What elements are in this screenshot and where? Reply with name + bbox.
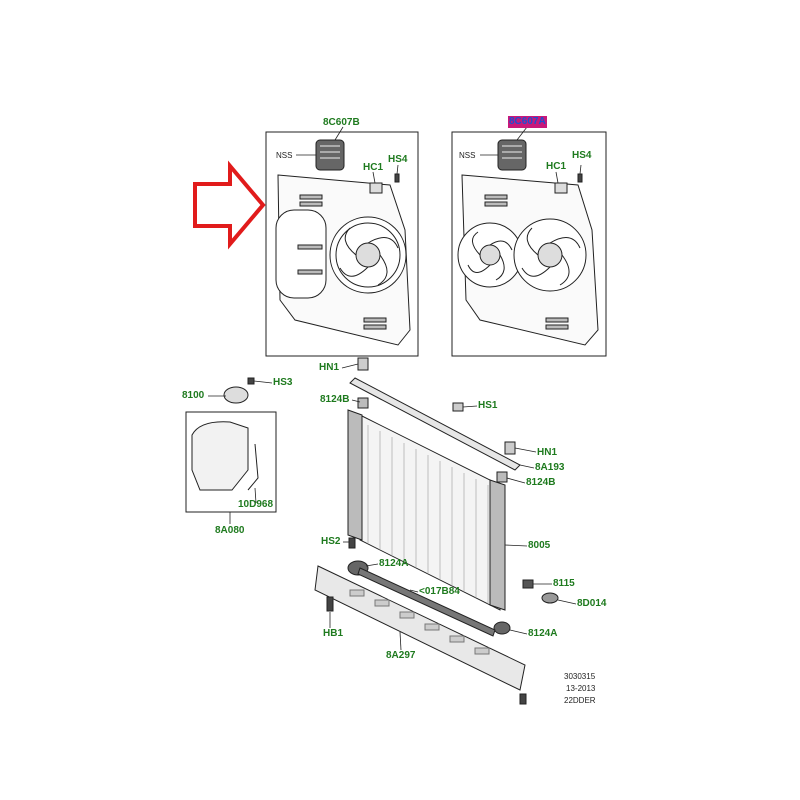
red-arrow-icon: [193, 160, 266, 250]
label-hs4-right[interactable]: HS4: [572, 150, 592, 161]
label-8d014[interactable]: 8D014: [577, 598, 607, 609]
label-hs2[interactable]: HS2: [321, 536, 341, 547]
label-hb1[interactable]: HB1: [323, 628, 344, 639]
label-hn1-right[interactable]: HN1: [537, 447, 558, 458]
label-8124a-top[interactable]: 8124A: [379, 558, 409, 569]
label-8115[interactable]: 8115: [553, 578, 575, 589]
label-8005[interactable]: 8005: [528, 540, 551, 551]
label-hs3[interactable]: HS3: [273, 377, 293, 388]
label-8c607a-highlighted[interactable]: 8C607A: [508, 116, 547, 128]
label-hn1-top[interactable]: HN1: [319, 362, 340, 373]
left-fan-shroud: [275, 139, 411, 346]
label-8c607b[interactable]: 8C607B: [323, 117, 360, 128]
footer-ref-code: 22DDER: [564, 696, 596, 705]
label-hs4-left[interactable]: HS4: [388, 154, 408, 165]
right-fan-panel-frame: [451, 131, 607, 357]
label-8124a-bottom[interactable]: 8124A: [528, 628, 558, 639]
label-017b84[interactable]: <017B84: [419, 586, 460, 597]
label-hc1-right[interactable]: HC1: [546, 161, 567, 172]
reservoir: [191, 377, 259, 491]
reservoir-panel-frame: [185, 411, 277, 513]
label-hc1-left[interactable]: HC1: [363, 162, 384, 173]
label-8124b-right[interactable]: 8124B: [526, 477, 556, 488]
right-fan-shroud: [457, 139, 599, 346]
footer-ref-date: 13-2013: [566, 684, 596, 693]
label-8100[interactable]: 8100: [182, 390, 205, 401]
label-8a297[interactable]: 8A297: [386, 650, 416, 661]
left-fan-panel-frame: [265, 131, 419, 357]
footer-ref-number: 3030315: [564, 672, 596, 681]
radiator-assembly: [314, 357, 559, 705]
label-nss-right: NSS: [459, 151, 476, 160]
label-8124b-top[interactable]: 8124B: [320, 394, 350, 405]
label-nss-left: NSS: [276, 151, 293, 160]
label-10d968[interactable]: 10D968: [238, 499, 274, 510]
label-8a193[interactable]: 8A193: [535, 462, 565, 473]
label-8a080[interactable]: 8A080: [215, 525, 245, 536]
label-hs1[interactable]: HS1: [478, 400, 498, 411]
